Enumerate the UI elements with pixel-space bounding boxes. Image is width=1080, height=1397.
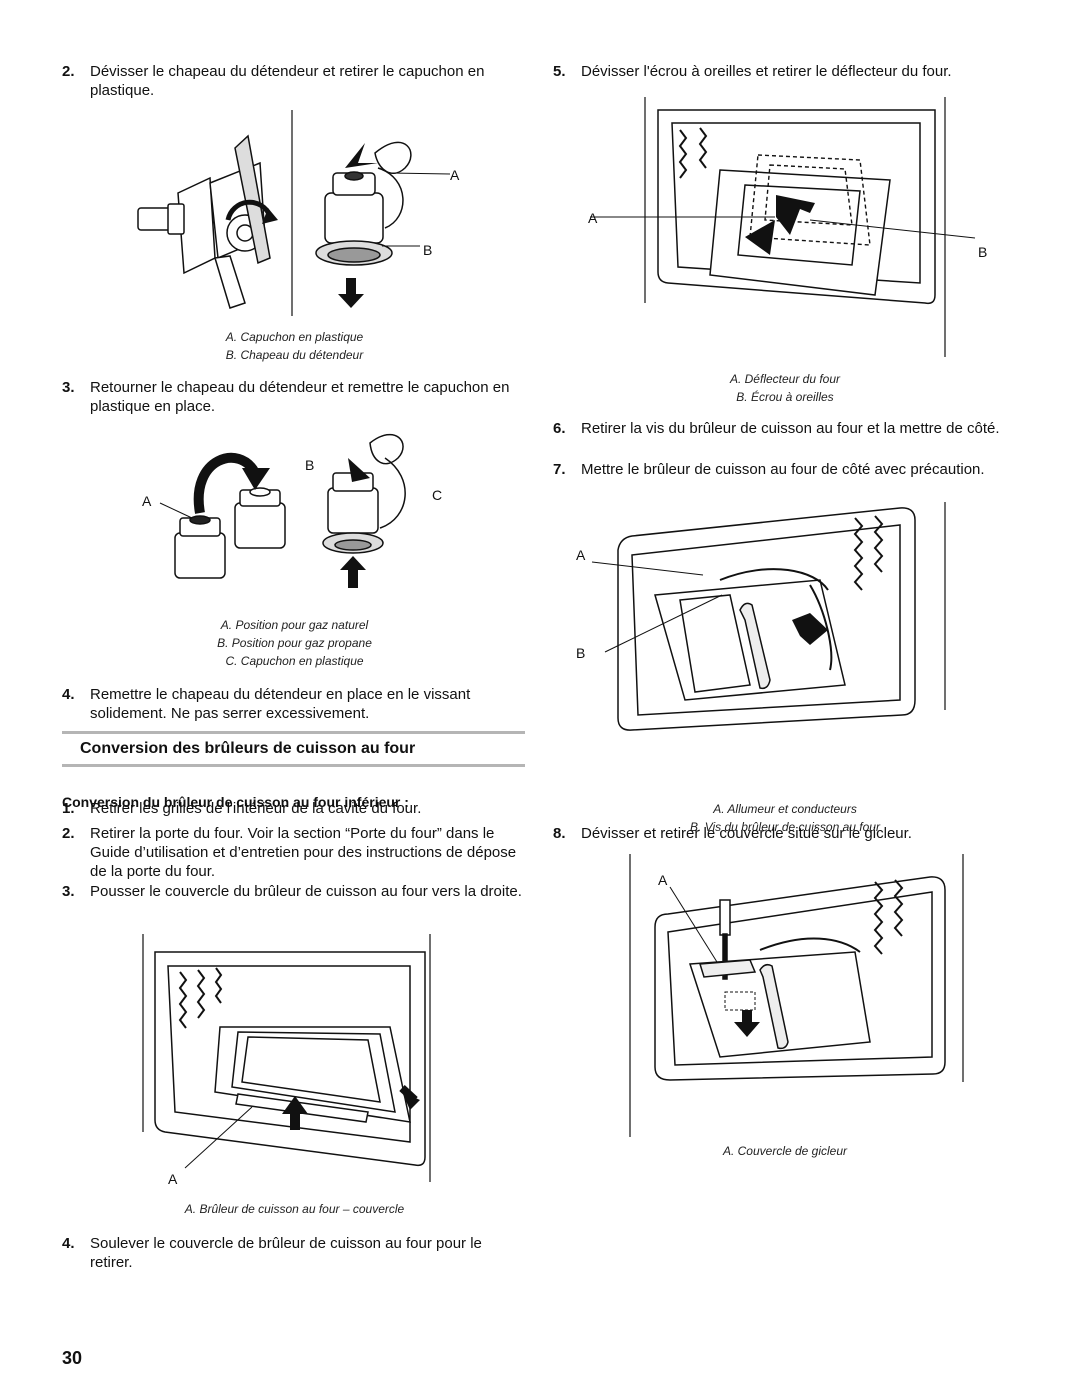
step-number: 3. xyxy=(62,379,75,396)
figure-caption: A. Brûleur de cuisson au four – couvercl… xyxy=(62,1200,527,1218)
label-b: B xyxy=(305,457,314,473)
step-text: Pousser le couvercle du brûleur de cuiss… xyxy=(90,883,522,900)
step-text: Retirer les grilles de l'intérieur de la… xyxy=(90,800,422,817)
step-text: Retirer la porte du four. Voir la sectio… xyxy=(90,825,517,880)
label-b: B xyxy=(423,242,432,258)
step-3: 3. Retourner le chapeau du détendeur et r… xyxy=(62,378,527,416)
step-2: 2. Dévisser le chapeau du détendeur et re… xyxy=(62,62,527,100)
caption-a: A. Brûleur de cuisson au four – couvercl… xyxy=(184,1202,405,1216)
section-divider-top xyxy=(62,731,525,734)
step-4: 4. Remettre le chapeau du détendeur en pl… xyxy=(62,685,527,723)
figure-caption: A. Allumeur et conducteurs B. Vis du brû… xyxy=(570,800,1000,836)
caption-a: A. Allumeur et conducteurs xyxy=(713,802,857,816)
figure-oven-deflector: A B xyxy=(570,95,1000,360)
figure-orifice-cover: A xyxy=(620,852,970,1137)
step-4b: 4. Soulever le couvercle de brûleur de cu… xyxy=(62,1234,527,1272)
section-divider-bottom xyxy=(62,764,525,767)
step-number: 7. xyxy=(553,461,566,478)
label-b: B xyxy=(576,645,585,661)
label-a: A xyxy=(658,872,668,888)
label-b: B xyxy=(978,244,987,260)
step-text: Retourner le chapeau du détendeur et rem… xyxy=(90,379,510,415)
caption-b: B. Chapeau du détendeur xyxy=(225,348,364,362)
figure-igniter-burner-screw: A B xyxy=(570,500,1000,755)
step-number: 1. xyxy=(62,800,75,817)
step-5: 5. Dévisser l'écrou à oreilles et retirer… xyxy=(553,62,1023,81)
step-text: Soulever le couvercle de brûleur de cuis… xyxy=(90,1235,482,1271)
label-a: A xyxy=(450,167,460,183)
figure-caption: A. Couvercle de gicleur xyxy=(570,1142,1000,1160)
figure-caption: A. Déflecteur du four B. Écrou à oreille… xyxy=(570,370,1000,406)
step-7: 7. Mettre le brûleur de cuisson au four d… xyxy=(553,460,1023,479)
step-number: 8. xyxy=(553,825,566,842)
step-text: Remettre le chapeau du détendeur en plac… xyxy=(90,686,471,722)
step-number: 5. xyxy=(553,63,566,80)
step-text: Dévisser l'écrou à oreilles et retirer l… xyxy=(581,63,952,80)
caption-c: C. Capuchon en plastique xyxy=(225,654,364,668)
step-6: 6. Retirer la vis du brûleur de cuisson a… xyxy=(553,419,1023,438)
caption-b: B. Écrou à oreilles xyxy=(736,390,834,404)
step-number: 2. xyxy=(62,825,75,842)
step-number: 4. xyxy=(62,686,75,703)
step-8: 8. Dévisser et retirer le couvercle situé… xyxy=(553,824,1023,843)
figure-regulator-cap-removal: A B xyxy=(120,108,480,318)
label-a: A xyxy=(142,493,152,509)
page-number: 30 xyxy=(62,1348,83,1368)
step-number: 6. xyxy=(553,420,566,437)
label-a: A xyxy=(576,547,586,563)
caption-a: A. Capuchon en plastique xyxy=(225,330,364,344)
caption-a: A. Position pour gaz naturel xyxy=(220,618,369,632)
step-number: 2. xyxy=(62,63,75,80)
step-number: 3. xyxy=(62,883,75,900)
step-text: Dévisser et retirer le couvercle situé s… xyxy=(581,825,912,842)
step-text: Retirer la vis du brûleur de cuisson au … xyxy=(581,420,1000,437)
label-c: C xyxy=(432,487,442,503)
caption-a: A. Déflecteur du four xyxy=(729,372,841,386)
label-a: A xyxy=(588,210,598,226)
step-number: 4. xyxy=(62,1235,75,1252)
label-a: A xyxy=(168,1171,178,1187)
subsection-title: Conversion du brûleur de cuisson au four… xyxy=(62,794,409,810)
step-text: Dévisser le chapeau du détendeur et reti… xyxy=(90,63,485,99)
caption-b: B. Vis du brûleur de cuisson au four xyxy=(690,820,880,834)
caption-a: A. Couvercle de gicleur xyxy=(722,1144,848,1158)
figure-oven-burner-cover: A xyxy=(140,932,440,1192)
section-title: Conversion des brûleurs de cuisson au fo… xyxy=(80,740,416,757)
figure-caption: A. Capuchon en plastique B. Chapeau du d… xyxy=(62,328,527,364)
step-text: Mettre le brûleur de cuisson au four de … xyxy=(581,461,985,478)
caption-b: B. Position pour gaz propane xyxy=(217,636,372,650)
figure-caption: A. Position pour gaz naturel B. Position… xyxy=(62,616,527,670)
figure-gas-positions: A B C xyxy=(130,418,460,608)
